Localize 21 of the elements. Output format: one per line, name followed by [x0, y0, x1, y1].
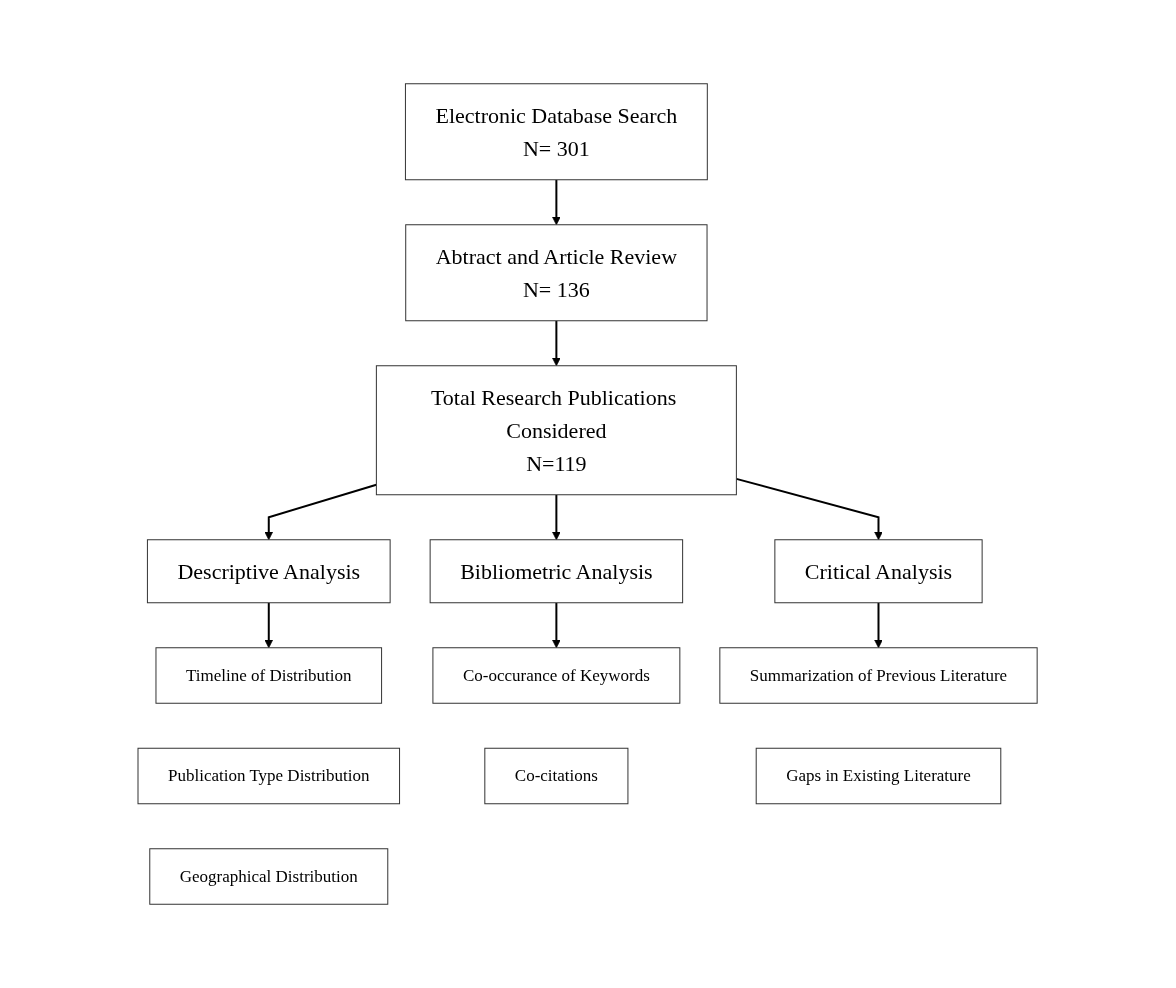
node-box: Co-occurance of Keywords: [432, 647, 681, 704]
arrow: [735, 477, 884, 541]
node-box: Bibliometric Analysis: [430, 539, 684, 604]
arrow: [552, 178, 562, 226]
arrow: [264, 483, 378, 541]
arrow: [552, 601, 562, 649]
node-box: Summarization of Previous Literature: [719, 647, 1039, 704]
arrow: [552, 493, 562, 541]
node-box: Co-citations: [484, 747, 629, 805]
node-box: Critical Analysis: [774, 539, 984, 604]
arrow: [264, 601, 274, 649]
node-box: Gaps in Existing Literature: [756, 747, 1002, 805]
arrow: [874, 601, 884, 649]
node-box: Publication Type Distribution: [137, 747, 401, 805]
node-box: Electronic Database Search N= 301: [405, 83, 709, 181]
node-box: Abtract and Article Review N= 136: [405, 224, 708, 322]
node-box: Timeline of Distribution: [155, 647, 383, 704]
node-box: Descriptive Analysis: [147, 539, 392, 604]
arrow: [552, 319, 562, 367]
node-box: Geographical Distribution: [149, 848, 389, 905]
node-box: Total Research Publications Considered N=119: [376, 365, 738, 496]
